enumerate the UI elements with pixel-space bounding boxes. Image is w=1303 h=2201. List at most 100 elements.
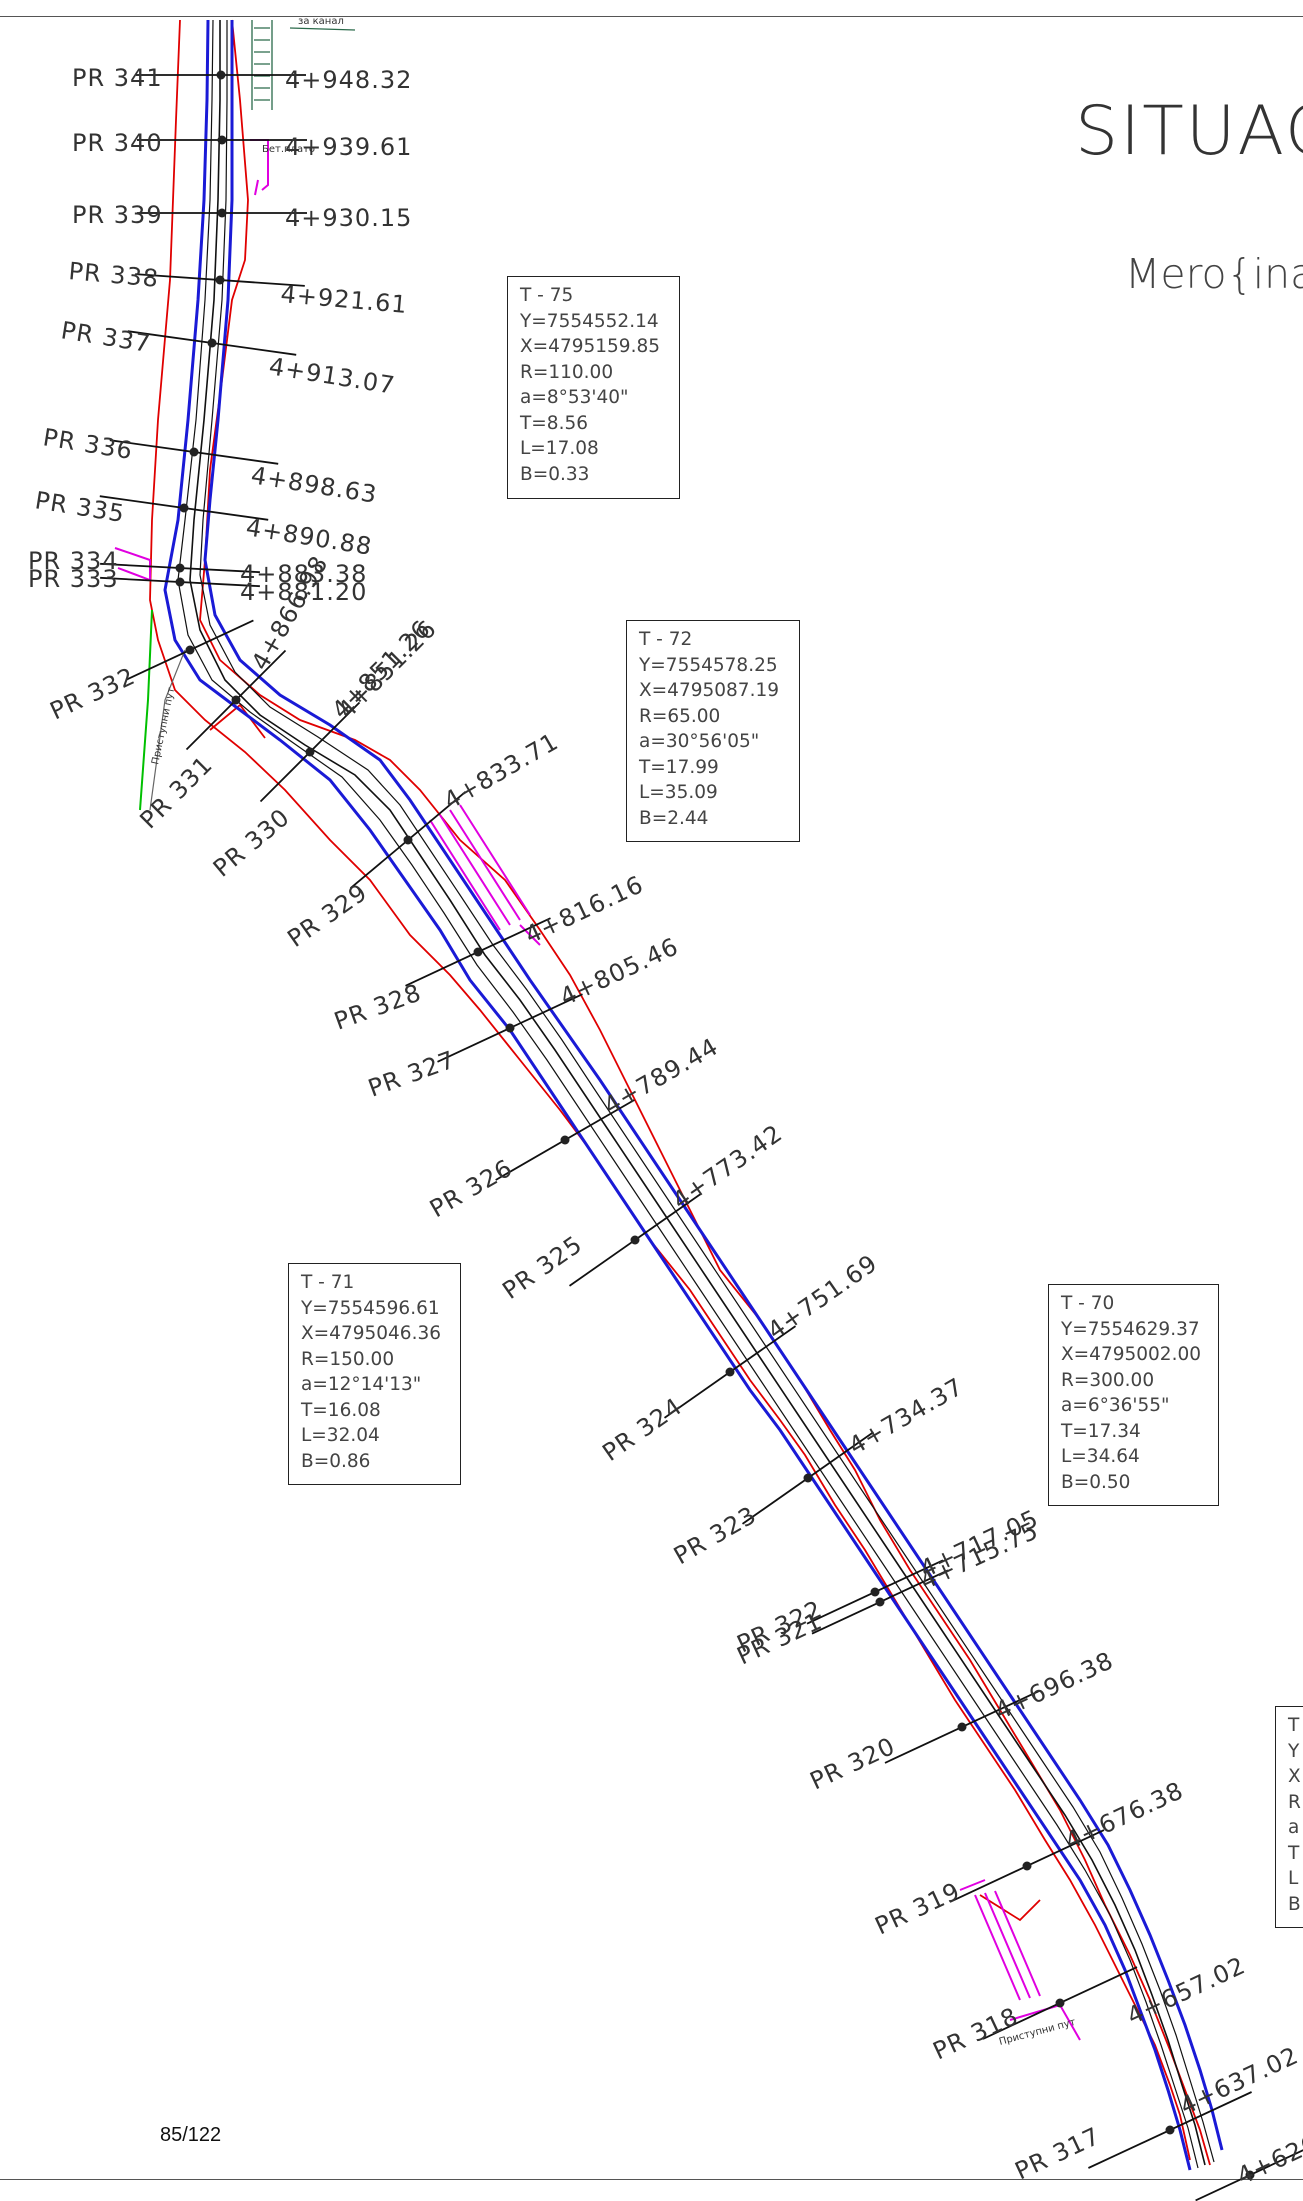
profile-point — [630, 1235, 640, 1245]
road-edge-left — [163, 19, 1192, 2171]
green-path — [139, 609, 153, 811]
profile-id-label: PR 331 — [134, 750, 218, 834]
profile-point — [1165, 2125, 1175, 2135]
profile-id-label: PR 338 — [67, 257, 160, 293]
profile-cross-lines — [99, 70, 1303, 2201]
profile-point — [216, 70, 226, 80]
access-road-label-1: Приступни пут — [150, 686, 177, 765]
station-label: 4+930.15 — [285, 204, 412, 232]
table-line: a — [1288, 1817, 1300, 1838]
profile-point — [207, 338, 217, 348]
table-line: L — [1288, 1868, 1299, 1889]
curve-table-t75: T - 75 Y=7554552.14 X=4795159.85 R=110.0… — [507, 276, 680, 499]
table-line: R=65.00 — [639, 705, 721, 727]
profile-point — [231, 695, 241, 705]
profile-id-label: PR 325 — [497, 1230, 587, 1305]
profile-id-label: PR 320 — [806, 1732, 900, 1796]
culvert-top — [114, 547, 151, 582]
table-line: X=4795046.36 — [301, 1323, 441, 1344]
profile-id-label: PR 337 — [59, 316, 153, 358]
canal-hatch — [251, 20, 356, 110]
drawing-subtitle: Mero{ina — [1125, 250, 1303, 298]
drawing-title: SITUAC — [1075, 92, 1303, 171]
table-line: a=12°14'13" — [301, 1374, 422, 1395]
station-label: 4+851.26 — [326, 614, 436, 724]
profile-id-label: PR 330 — [208, 803, 295, 883]
table-line: a=6°36'55" — [1061, 1395, 1170, 1416]
table-line: X=4795159.85 — [520, 336, 660, 357]
table-line: B=2.44 — [639, 807, 709, 829]
profile-id-label: PR 334 — [28, 547, 119, 575]
curve-table-t72: T - 72 Y=7554578.25 X=4795087.19 R=65.00… — [626, 620, 800, 842]
profile-id-label: PR 326 — [425, 1154, 517, 1224]
plateau-label: Бет.плато — [262, 144, 315, 155]
profile-id-label: PR 327 — [364, 1045, 459, 1102]
table-line: T - 75 — [520, 285, 574, 306]
station-label: 4+751.69 — [762, 1249, 882, 1345]
profile-id-label: PR 341 — [72, 64, 163, 92]
station-label: 4+626. — [1233, 2125, 1303, 2190]
profile-point — [403, 835, 413, 845]
profile-id-label: PR 319 — [871, 1877, 965, 1941]
page-number: 85/122 — [160, 2124, 222, 2146]
table-line: Y=7554629.37 — [1061, 1318, 1200, 1340]
right-boundary — [199, 19, 1211, 2166]
table-line: Y=7554596.61 — [301, 1297, 440, 1319]
table-line: T - 71 — [301, 1272, 355, 1293]
table-line: T=8.56 — [520, 412, 588, 434]
station-label: 4+948.32 — [285, 66, 412, 94]
table-line: T — [1288, 1842, 1300, 1864]
road-shoulder-left — [177, 19, 1199, 2169]
table-line: R=150.00 — [301, 1348, 395, 1370]
table-line: R=300.00 — [1061, 1369, 1155, 1391]
curve-table-t71: T - 71 Y=7554596.61 X=4795046.36 R=150.0… — [288, 1263, 461, 1485]
profile-point — [305, 747, 315, 757]
station-label: 4+696.38 — [991, 1646, 1118, 1725]
table-line: L=35.09 — [639, 782, 718, 803]
profile-point — [1245, 2170, 1255, 2180]
boundary-lines — [149, 19, 1211, 2166]
structures — [114, 139, 1081, 2041]
profile-point — [560, 1135, 570, 1145]
table-line: B=0.50 — [1061, 1471, 1131, 1493]
table-line: Y=7554578.25 — [639, 654, 778, 676]
culvert-mid — [429, 804, 541, 946]
station-label: 4+676.38 — [1061, 1776, 1188, 1855]
profile-point — [175, 577, 185, 587]
road-axis-lines — [177, 19, 1215, 2169]
station-label: 4+883.38 — [240, 560, 367, 588]
profile-point — [803, 1473, 813, 1483]
road-edges — [163, 19, 1224, 2171]
profile-point — [217, 135, 227, 145]
table-line: L=34.64 — [1061, 1446, 1140, 1467]
station-label: 4+881.20 — [240, 578, 367, 606]
table-line: L=17.08 — [520, 438, 599, 459]
station-label: 4+913.07 — [267, 352, 397, 400]
table-line: a=8°53'40" — [520, 387, 629, 408]
table-line: Y=7554552.14 — [520, 310, 659, 332]
table-line: T=16.08 — [301, 1399, 381, 1421]
table-line: B=0.86 — [301, 1450, 371, 1472]
table-line: T - 72 — [639, 629, 693, 650]
table-line: X — [1288, 1766, 1301, 1787]
profile-point — [725, 1367, 735, 1377]
station-label: 4+773.42 — [667, 1119, 787, 1215]
station-label: 4+939.61 — [285, 133, 412, 161]
table-line: T=17.34 — [1061, 1420, 1141, 1442]
profile-id-label: PR 339 — [72, 201, 163, 229]
road-shoulder-right — [199, 20, 1215, 2163]
canal-label: за канал — [298, 16, 344, 27]
profile-point — [473, 947, 483, 957]
profile-id-label: PR 324 — [597, 1392, 687, 1467]
station-label: 4+921.61 — [279, 280, 408, 319]
profile-point — [179, 503, 189, 513]
profile-id-label: PR 317 — [1011, 2122, 1105, 2186]
profile-point — [215, 275, 225, 285]
profile-point — [870, 1587, 880, 1597]
table-line: R=110.00 — [520, 361, 614, 383]
profile-point — [217, 208, 227, 218]
station-label: 4+734.37 — [844, 1372, 968, 1460]
table-line: T — [1288, 1715, 1300, 1736]
